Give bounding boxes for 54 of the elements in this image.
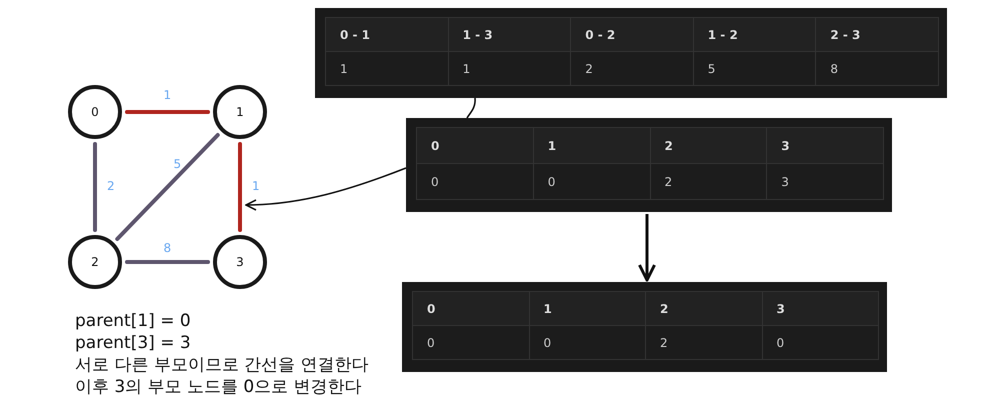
table-cell: 2 xyxy=(570,52,694,86)
arrow xyxy=(245,167,406,211)
edge-label: 2 xyxy=(107,179,115,193)
node-number: 1 xyxy=(236,105,244,119)
node-number: 2 xyxy=(91,255,99,269)
graph-edge xyxy=(125,260,210,264)
graph-edge xyxy=(238,142,242,232)
header-cell: 0 - 1 xyxy=(326,18,448,52)
edge-label: 1 xyxy=(164,88,172,102)
graph-node-circle xyxy=(213,235,267,289)
header-cell: 2 xyxy=(650,128,767,164)
node-number: 3 xyxy=(236,255,244,269)
note-text: 서로 다른 부모이므로 간선을 연결한다 xyxy=(75,354,369,376)
header-cell: 0 xyxy=(412,292,529,326)
connector-line xyxy=(466,98,476,118)
graph-node-circle xyxy=(68,235,122,289)
header-cell: 3 xyxy=(762,292,878,326)
graph-node-circle xyxy=(68,85,122,139)
header-cell: 2 xyxy=(646,292,762,326)
node-number: 0 xyxy=(91,105,99,119)
data-table xyxy=(402,282,887,372)
arrow xyxy=(638,214,656,282)
header-cell: 0 - 2 xyxy=(570,18,694,52)
table-cell: 5 xyxy=(693,52,816,86)
table-cell: 1 xyxy=(448,52,571,86)
header-cell: 1 - 3 xyxy=(448,18,571,52)
graph-edge xyxy=(93,142,97,232)
table-cell: 0 xyxy=(762,326,878,360)
table-cell: 8 xyxy=(816,52,938,86)
note-text: parent[3] = 3 xyxy=(75,332,191,354)
table-cell: 0 xyxy=(533,164,650,200)
note-text: 이후 3의 부모 노드를 0으로 변경한다 xyxy=(75,376,362,398)
table-cell: 0 xyxy=(529,326,646,360)
note-text: parent[1] = 0 xyxy=(75,310,191,332)
data-table xyxy=(406,118,892,212)
graph-node-circle xyxy=(213,85,267,139)
table-cell: 2 xyxy=(646,326,762,360)
header-cell: 1 xyxy=(533,128,650,164)
header-cell: 0 xyxy=(416,128,534,164)
table-cell: 0 xyxy=(412,326,529,360)
graph-edge xyxy=(125,110,210,114)
header-cell: 1 - 2 xyxy=(693,18,816,52)
edge-label: 5 xyxy=(174,157,182,171)
table-cell: 1 xyxy=(326,52,448,86)
table-cell: 3 xyxy=(766,164,884,200)
header-cell: 2 - 3 xyxy=(816,18,938,52)
edge-label: 8 xyxy=(164,241,172,255)
table-cell: 2 xyxy=(650,164,767,200)
header-cell: 3 xyxy=(766,128,884,164)
edge-label: 1 xyxy=(252,179,260,193)
header-cell: 1 xyxy=(529,292,646,326)
graph-edge xyxy=(115,133,220,241)
data-table xyxy=(315,8,947,98)
table-cell: 0 xyxy=(416,164,534,200)
